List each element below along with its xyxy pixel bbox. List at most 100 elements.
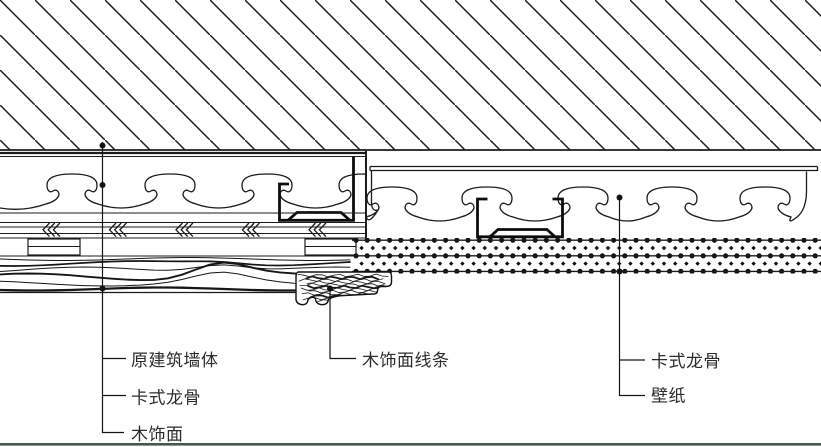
wallpaper-diamond [706,245,711,251]
wallpaper-diamond [751,245,756,251]
wallpaper-diamond [796,245,801,251]
wallpaper-diamond [695,245,700,251]
chevron-mark [318,222,327,238]
wallpaper-diamond [628,245,633,251]
chevron-mark [246,222,255,238]
wallpaper-diamond [505,261,510,266]
wood-trim-piece [295,271,393,306]
leader-dot-wall [99,142,106,149]
wallpaper-diamond [538,245,543,251]
wallpaper-diamond [471,245,476,251]
trim-leader-line [329,289,356,360]
wallpaper-diamond [538,261,543,266]
leader-dot-keel-left [99,182,106,188]
wallpaper-diamond [527,261,532,266]
wallpaper-diamond [650,261,655,266]
wallpaper-diamond [661,245,667,251]
label-wood-veneer: 木饰面 [131,425,184,444]
wallpaper-diamond [370,245,375,251]
chevron-mark [47,222,56,238]
trim-grain-stroke [307,284,387,290]
wallpaper-diamond [415,261,420,266]
wallpaper-diamond [684,245,689,251]
wallpaper-diamond [762,261,767,266]
wallpaper-diamond [359,261,364,266]
wallpaper-diamond [549,261,555,266]
leader-dot-keel-right [616,194,623,201]
wallpaper-diamond [639,245,644,251]
left-leader-line [101,142,124,434]
wallpaper-diamond [706,261,711,266]
wallpaper-diamond [594,245,599,251]
wallpaper-diamond [740,245,745,251]
wallpaper-diamond [437,245,443,251]
wallpaper-diamond [583,245,588,251]
chevron-mark [52,222,61,238]
wallpaper-diamond [482,261,487,266]
wallpaper-diamond [785,261,790,266]
chevron-mark [108,222,117,238]
chevron-mark [119,222,127,238]
wallpaper-diamond [437,261,443,266]
left-hat-channel [278,157,355,222]
wallpaper-board [352,238,821,274]
wood-grain-stroke [0,286,352,292]
trim-grain-stroke [298,278,384,282]
chevron-mark [252,222,260,238]
chevron-mark [308,222,316,238]
right-keel-profile [365,171,808,222]
chevron-mark [180,222,189,238]
wallpaper-diamond [381,261,387,266]
wallpaper-diamond [516,245,521,251]
wallpaper-diamond [572,245,577,251]
left-chevron-marks [42,222,327,238]
leader-dot-veneer [99,285,106,292]
wallpaper-diamond [393,245,398,251]
wallpaper-diamond [549,245,555,251]
wallpaper-diamond [796,261,801,266]
trim-grain-stroke [306,280,386,285]
wallpaper-diamond [426,245,431,251]
left-blocking-rects [27,238,357,256]
wallpaper-diamond [773,245,779,251]
wallpaper-diamond [673,245,678,251]
trim-grain-stroke [300,287,380,292]
left-board-stack [0,151,367,294]
wallpaper-diamond [605,261,611,266]
right-leader-line [618,198,645,397]
wallpaper-diamond [673,261,678,266]
wallpaper-diamond [493,245,499,251]
annotations [99,142,645,434]
label-wood-trim: 木饰面线条 [362,351,450,370]
right-channel-bump [489,228,556,238]
wallpaper-diamond [717,245,723,251]
wallpaper-diamond [729,261,734,266]
wallpaper-diamond [807,261,812,266]
wallpaper-diamond [449,245,454,251]
wallpaper-diamond [561,245,566,251]
wallpaper-diamond [381,245,387,251]
wallpaper-diamond [370,261,375,266]
keel-path [0,173,366,210]
wallpaper-diamond [572,261,577,266]
chevron-mark [185,222,194,238]
wallpaper-diamond [516,261,521,266]
wallpaper-diamond [684,261,689,266]
chevron-mark [241,222,250,238]
wallpaper-diamond [426,261,431,266]
wood-grain-stroke [0,261,351,282]
leader-dot-wallpaper [616,268,623,275]
wood-grain-stroke [0,257,351,261]
wall-hatch-area [0,0,821,150]
wallpaper-diamond [482,245,487,251]
right-channel-body [476,197,564,239]
wallpaper-diamond [818,261,821,266]
keel-path [365,171,808,222]
chevron-mark [313,222,322,238]
leader-dot-trim [327,285,333,292]
wallpaper-diamond [460,261,465,266]
right-assembly [352,165,821,274]
wallpaper-diamond [650,245,655,251]
wallpaper-diamond [449,261,454,266]
wallpaper-diamond [729,245,734,251]
